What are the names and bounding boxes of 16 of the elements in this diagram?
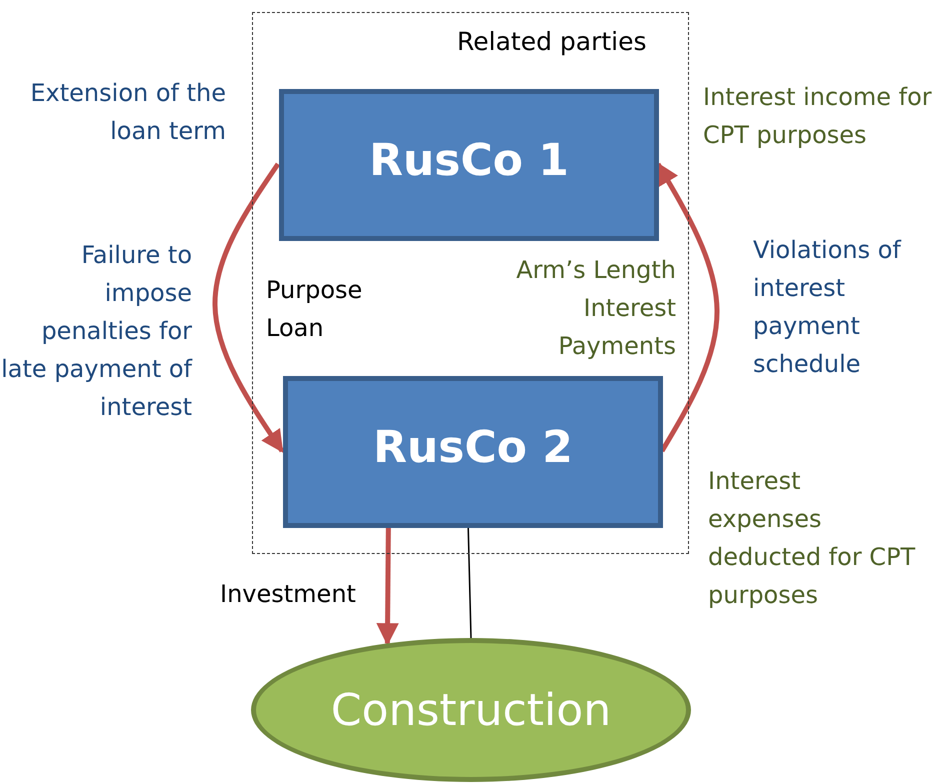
note: Interest expenses deducted for CPT purposes (708, 466, 916, 611)
company-name: RusCo 1 (369, 134, 569, 186)
note: Violations of interest payment schedule (753, 235, 902, 380)
company-box (279, 89, 659, 241)
group-heading: Related parties (457, 27, 647, 56)
group-frame (252, 12, 689, 554)
connector-line (467, 526, 472, 638)
company-name: RusCo 2 (373, 422, 573, 472)
note: Extension of the loan term (29, 78, 226, 147)
note: Failure to impose penalties for late payment of interest (0, 240, 192, 423)
note: Interest income for CPT purposes (703, 82, 933, 151)
flow-label: Purpose Loan (266, 275, 364, 344)
flow-label: Arm’s Length Interest Payments (515, 255, 676, 362)
arrow (212, 162, 284, 453)
project-name: Construction (330, 684, 612, 736)
company-box (283, 376, 663, 528)
